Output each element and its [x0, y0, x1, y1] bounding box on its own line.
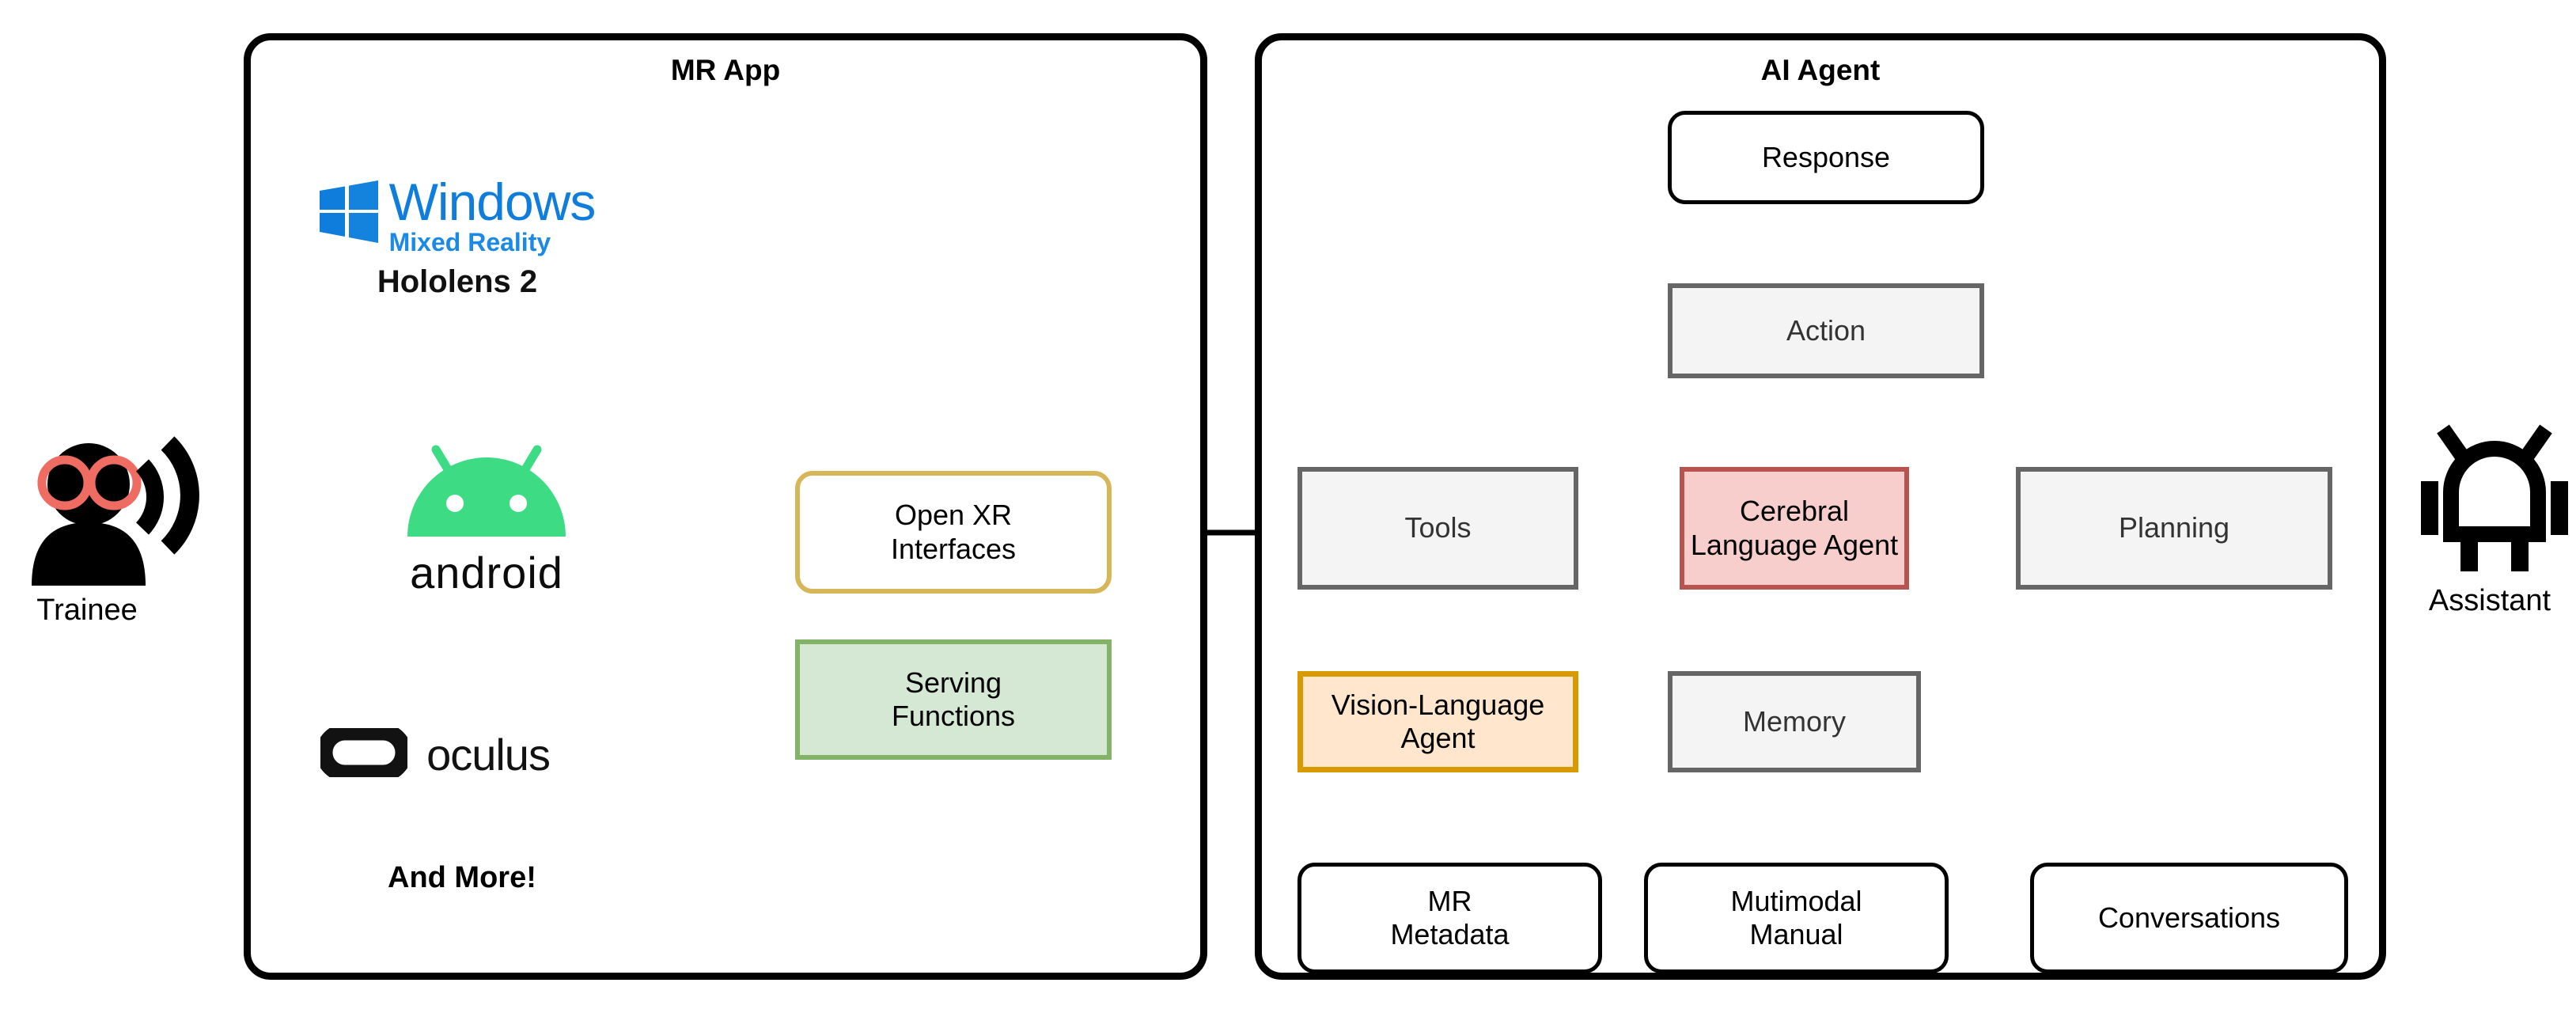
conversations-label: Conversations: [2097, 901, 2281, 934]
conversations-node[interactable]: Conversations: [2030, 863, 2348, 973]
planning-node[interactable]: Planning: [2016, 467, 2332, 590]
planning-label: Planning: [2118, 511, 2230, 544]
mr-metadata-line2: Metadata: [1390, 918, 1510, 950]
mutimodal-manual-line2: Manual: [1749, 918, 1843, 950]
hololens-caption: Hololens 2: [377, 264, 538, 299]
memory-node[interactable]: Memory: [1668, 671, 1921, 772]
vision-language-agent-line1: Vision-Language: [1331, 688, 1545, 721]
open-xr-interfaces-node[interactable]: Open XR Interfaces: [795, 471, 1112, 594]
trainee-label: Trainee: [36, 594, 138, 627]
ai-agent-title: AI Agent: [1760, 54, 1881, 86]
android-robot-icon: [395, 443, 578, 544]
action-label: Action: [1786, 313, 1866, 347]
cerebral-language-agent-node[interactable]: Cerebral Language Agent: [1680, 467, 1909, 590]
serving-functions-line1: Serving: [904, 666, 1002, 699]
mr-metadata-line1: MR: [1427, 884, 1472, 917]
mr-app-title: MR App: [670, 54, 781, 86]
cerebral-language-agent-line1: Cerebral: [1739, 495, 1850, 528]
serving-functions-node[interactable]: Serving Functions: [795, 639, 1112, 760]
oculus-logo: oculus: [277, 723, 593, 782]
tools-label: Tools: [1404, 511, 1472, 544]
windows-logo-icon: [319, 180, 378, 243]
assistant-icon: [2419, 419, 2570, 578]
mr-metadata-node[interactable]: MR Metadata: [1297, 863, 1602, 973]
vision-language-agent-line2: Agent: [1400, 722, 1476, 754]
mutimodal-manual-line1: Mutimodal: [1730, 884, 1862, 917]
oculus-logo-icon: [316, 723, 412, 782]
oculus-caption: oculus: [426, 730, 551, 780]
hololens-logo: Windows Mixed Reality Hololens 2: [275, 176, 639, 300]
mixed-reality-text: Mixed Reality: [388, 228, 551, 256]
and-more-label: And More!: [388, 861, 536, 894]
trainee-icon: [16, 427, 245, 594]
mutimodal-manual-node[interactable]: Mutimodal Manual: [1644, 863, 1949, 973]
android-logo: android: [372, 443, 601, 598]
tools-node[interactable]: Tools: [1297, 467, 1578, 590]
response-label: Response: [1761, 140, 1891, 173]
vision-language-agent-node[interactable]: Vision-Language Agent: [1297, 671, 1578, 772]
cerebral-language-agent-line2: Language Agent: [1690, 528, 1899, 561]
response-node[interactable]: Response: [1668, 111, 1984, 204]
assistant-label: Assistant: [2428, 584, 2551, 617]
open-xr-interfaces-line2: Interfaces: [890, 532, 1017, 565]
serving-functions-line2: Functions: [891, 700, 1016, 732]
memory-label: Memory: [1742, 704, 1846, 738]
windows-brand-text: Windows: [388, 173, 597, 231]
android-caption: android: [410, 548, 563, 598]
action-node[interactable]: Action: [1668, 283, 1984, 378]
open-xr-interfaces-line1: Open XR: [894, 499, 1013, 532]
